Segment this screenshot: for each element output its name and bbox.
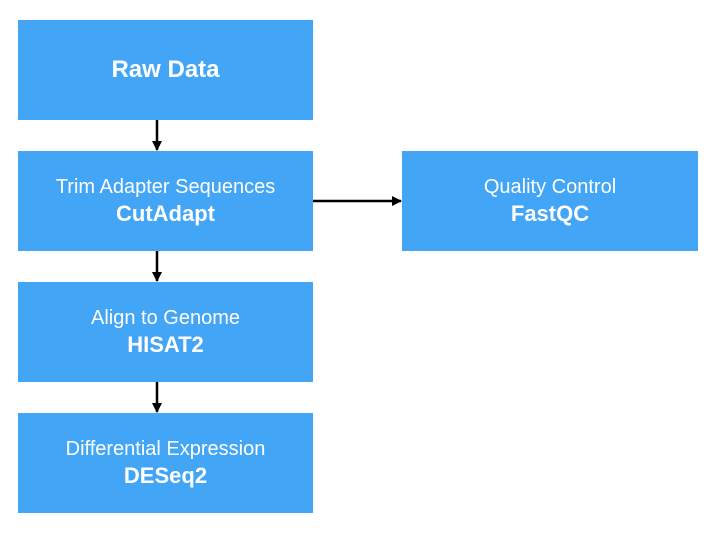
node-differential-expression-tool: DESeq2 [123, 463, 208, 488]
node-align-genome: Align to Genome HISAT2 [18, 282, 313, 382]
node-raw-data: Raw Data [18, 20, 313, 120]
node-differential-expression: Differential Expression DESeq2 [18, 413, 313, 513]
node-quality-control: Quality Control FastQC [402, 151, 698, 251]
node-trim-adapter: Trim Adapter Sequences CutAdapt [18, 151, 313, 251]
node-quality-control-tool: FastQC [510, 201, 590, 226]
node-align-genome-tool: HISAT2 [127, 332, 204, 357]
node-align-genome-title: Align to Genome [91, 307, 240, 329]
node-raw-data-title: Raw Data [111, 56, 220, 83]
node-trim-adapter-title: Trim Adapter Sequences [55, 176, 276, 198]
node-quality-control-title: Quality Control [483, 176, 617, 198]
node-differential-expression-title: Differential Expression [65, 438, 266, 460]
node-trim-adapter-tool: CutAdapt [116, 201, 215, 226]
